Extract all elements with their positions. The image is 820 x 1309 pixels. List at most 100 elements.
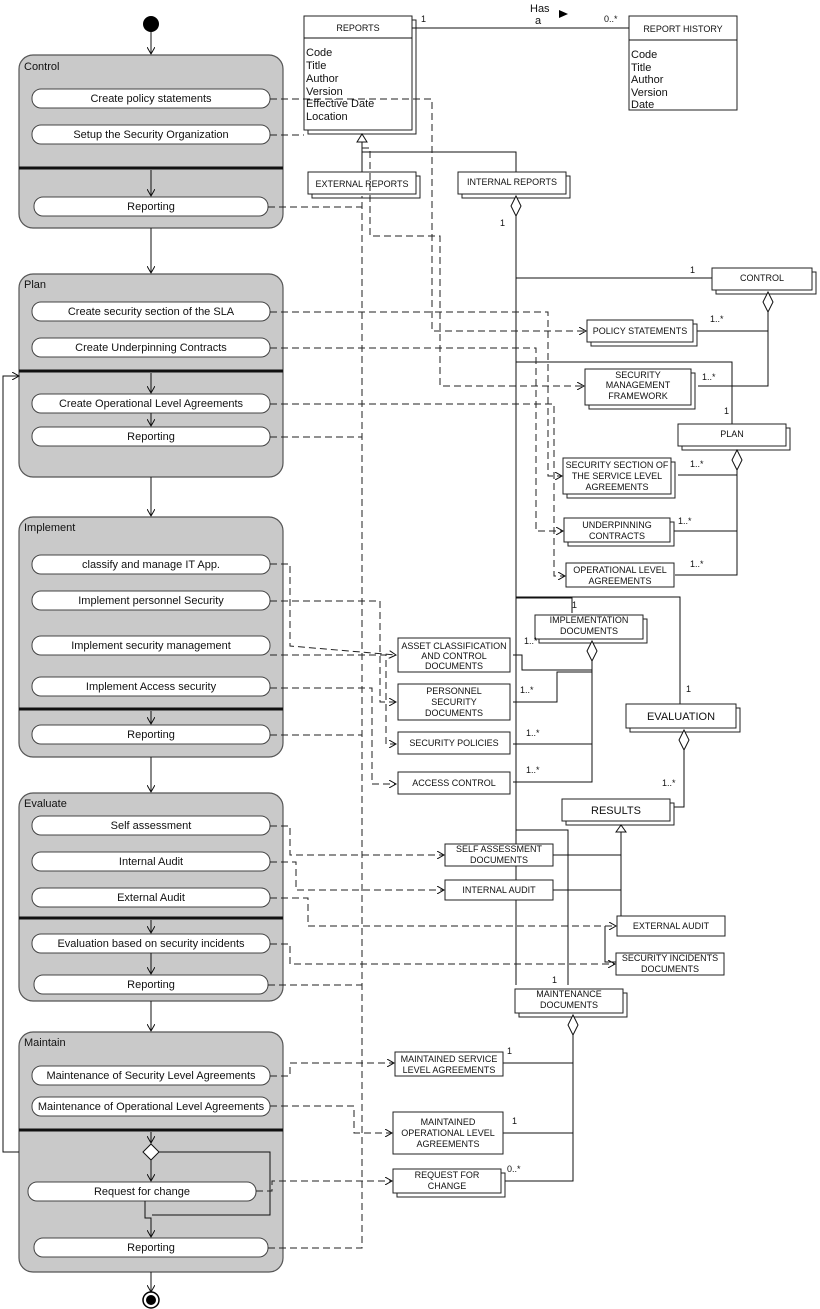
class-label: RESULTS (591, 805, 641, 817)
class-label: PLAN (720, 429, 744, 439)
class-asset-classification: ASSET CLASSIFICATION AND CONTROL DOCUMEN… (397, 637, 511, 673)
attr-version: Version (631, 87, 668, 99)
class-label: REQUEST FOR (415, 1170, 480, 1180)
class-label: MAINTAINED (421, 1117, 476, 1127)
class-label: DOCUMENTS (540, 1000, 598, 1010)
class-external-audit: EXTERNAL AUDIT (616, 915, 726, 937)
attr-date: Date (631, 99, 654, 111)
lane-title-control: Control (24, 61, 59, 73)
mult: 1..* (526, 728, 540, 738)
class-label: DOCUMENTS (425, 661, 483, 671)
lane-maintain: Maintain Maintenance of Security Level A… (18, 1031, 284, 1273)
activity-label: External Audit (117, 892, 185, 904)
activity-implement-access-security[interactable] (31, 676, 271, 697)
class-security-management-framework: SECURITY MANAGEMENT FRAMEWORK (584, 368, 696, 410)
class-label: SECURITY SECTION OF (566, 460, 669, 470)
activity-label: Reporting (127, 729, 175, 741)
activity-label: Internal Audit (119, 856, 183, 868)
mult: 1..* (690, 459, 704, 469)
mult: 1..* (678, 516, 692, 526)
lane-title-maintain: Maintain (24, 1037, 66, 1049)
class-internal-reports: INTERNAL REPORTS (457, 171, 571, 199)
class-security-incidents-documents: SECURITY INCIDENTS DOCUMENTS (615, 952, 725, 976)
class-personnel-security: PERSONNEL SECURITY DOCUMENTS (397, 683, 511, 721)
class-label: INTERNAL AUDIT (462, 885, 536, 895)
mult: 0..* (507, 1164, 521, 1174)
attr-title: Title (306, 60, 326, 72)
end-node (146, 1295, 156, 1305)
activity-label: Evaluation based on security incidents (57, 938, 245, 950)
class-self-assessment-documents: SELF ASSESSMENT DOCUMENTS (444, 843, 554, 867)
class-label: AGREEMENTS (588, 576, 651, 586)
attr-code: Code (306, 47, 332, 59)
activity-label: Maintenance of Operational Level Agreeme… (38, 1101, 265, 1113)
activity-label: Reporting (127, 201, 175, 213)
lane-title-evaluate: Evaluate (24, 798, 67, 810)
class-label: DOCUMENTS (425, 708, 483, 718)
mult: 1 (507, 1046, 512, 1056)
activity-label: Reporting (127, 1242, 175, 1254)
activity-label: Reporting (127, 979, 175, 991)
class-plan: PLAN (677, 423, 791, 451)
class-maintenance-documents: MAINTENANCE DOCUMENTS (514, 988, 628, 1018)
class-label: POLICY STATEMENTS (593, 326, 688, 336)
activity-label: Implement Access security (86, 681, 217, 693)
class-label: FRAMEWORK (608, 391, 668, 401)
attr-version: Version (306, 86, 343, 98)
assoc-direction-icon (559, 10, 568, 18)
class-label: CHANGE (428, 1181, 467, 1191)
attr-title: Title (631, 62, 651, 74)
activity-label: Request for change (94, 1186, 190, 1198)
class-label: MANAGEMENT (606, 380, 671, 390)
class-evaluation: EVALUATION (625, 703, 741, 733)
mult: 1 (500, 218, 505, 228)
class-reports-title: REPORTS (336, 23, 379, 33)
class-label: DOCUMENTS (560, 626, 618, 636)
lane-title-implement: Implement (24, 522, 75, 534)
mult: 1..* (526, 765, 540, 775)
class-report-history: REPORT HISTORY Code Title Author Version… (628, 15, 738, 111)
class-label: THE SERVICE LEVEL (572, 471, 662, 481)
mult: 1..* (690, 559, 704, 569)
class-label: OPERATIONAL LEVEL (573, 565, 667, 575)
activity-label: Setup the Security Organization (73, 129, 228, 141)
class-underpinning-contracts: UNDERPINNING CONTRACTS (563, 517, 675, 547)
class-label: INTERNAL REPORTS (467, 177, 557, 187)
class-label: MAINTENANCE (536, 989, 602, 999)
class-label: DOCUMENTS (641, 964, 699, 974)
class-label: SECURITY (615, 370, 661, 380)
attr-effective-date: Effective Date (306, 98, 374, 110)
activity-label: Create Underpinning Contracts (75, 342, 227, 354)
mult: 1 (724, 406, 729, 416)
class-label: MAINTAINED SERVICE (401, 1054, 498, 1064)
start-node (143, 16, 159, 32)
class-label: EXTERNAL REPORTS (315, 179, 408, 189)
class-internal-audit: INTERNAL AUDIT (444, 879, 554, 901)
assoc-label-has: Has (530, 3, 550, 15)
mult: 1..* (710, 314, 724, 324)
mult: 1 (572, 600, 577, 610)
class-maintained-ola: MAINTAINED OPERATIONAL LEVEL AGREEMENTS (392, 1111, 504, 1155)
class-reports: REPORTS Code Title Author Version Effect… (303, 15, 417, 135)
class-label: ACCESS CONTROL (412, 778, 496, 788)
attr-author: Author (631, 74, 664, 86)
class-request-for-change: REQUEST FOR CHANGE (392, 1168, 506, 1198)
activity-implement-security-management[interactable] (31, 635, 271, 656)
class-label: ASSET CLASSIFICATION (401, 641, 506, 651)
class-label: SELF ASSESSMENT (456, 844, 543, 854)
class-results: RESULTS (561, 798, 675, 826)
mult: 1..* (524, 636, 538, 646)
mult: 1..* (662, 778, 676, 788)
attr-location: Location (306, 111, 348, 123)
class-operational-level-agreements: OPERATIONAL LEVEL AGREEMENTS (565, 562, 675, 588)
class-label: SECURITY POLICIES (409, 738, 498, 748)
class-security-section-sla: SECURITY SECTION OF THE SERVICE LEVEL AG… (562, 457, 676, 499)
class-label: EXTERNAL AUDIT (633, 921, 710, 931)
class-label: OPERATIONAL LEVEL (401, 1128, 495, 1138)
class-label: LEVEL AGREEMENTS (403, 1065, 496, 1075)
activity-label: Implement security management (71, 640, 231, 652)
activity-label: Reporting (127, 431, 175, 443)
activity-label: classify and manage IT App. (82, 559, 220, 571)
lane-title-plan: Plan (24, 279, 46, 291)
